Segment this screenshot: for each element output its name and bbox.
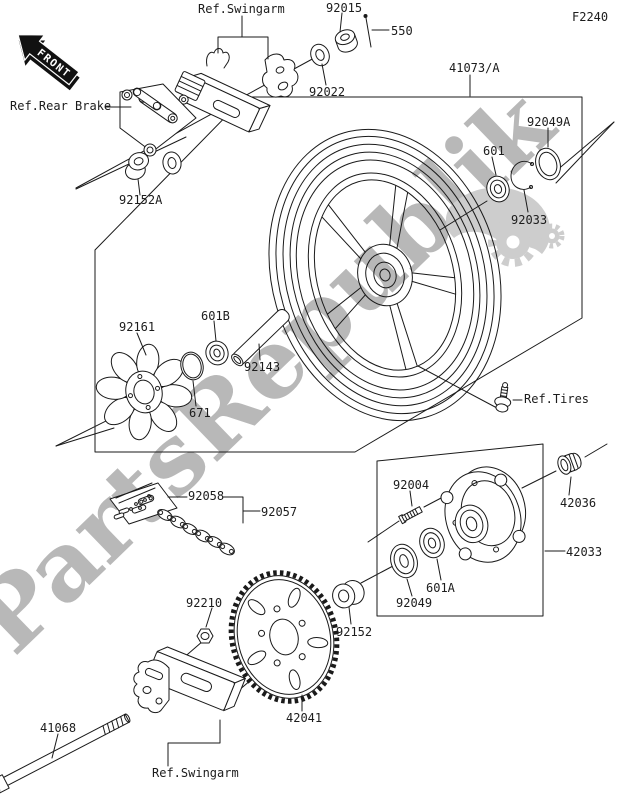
part-label-92161: 92161 (119, 320, 156, 334)
part-label-42041: 42041 (286, 711, 323, 725)
part-label-42036: 42036 (560, 496, 597, 510)
watermark-gear-logo (445, 187, 565, 267)
part-label-671: 671 (189, 406, 211, 420)
part-label-601B: 601B (201, 309, 230, 323)
part-label-41073A: 41073/A (449, 61, 500, 75)
axle-shaft-drawing (0, 713, 131, 795)
part-label-92004: 92004 (393, 478, 430, 492)
part-label-92049: 92049 (396, 596, 433, 610)
part-label-601A: 601A (426, 581, 455, 595)
coupling-damper-drawing (95, 308, 290, 441)
part-label-92057: 92057 (261, 505, 298, 519)
axle-nut-washer-drawing (125, 14, 372, 180)
page-code-label: F2240 (572, 10, 609, 24)
ref-label-tires: Ref.Tires (524, 392, 590, 406)
ref-label-swingarm-top: Ref.Swingarm (198, 2, 285, 16)
part-label-92143: 92143 (244, 360, 281, 374)
ref-label-swingarm-bottom: Ref.Swingarm (152, 766, 239, 780)
part-label-92152A: 92152A (119, 193, 163, 207)
sprocket-nut-drawing (196, 628, 214, 644)
ref-label-rear-brake: Ref.Rear Brake (10, 99, 112, 113)
part-label-601: 601 (483, 144, 505, 158)
leader-lines (51, 12, 572, 767)
chain-adjuster-drawing (174, 48, 299, 133)
spacer-collar-drawing (332, 579, 365, 609)
part-label-41068: 41068 (40, 721, 77, 735)
part-label-92022: 92022 (309, 85, 346, 99)
drive-chain-drawing (109, 482, 235, 556)
part-label-92152: 92152 (336, 625, 373, 639)
tire-valve-drawing (494, 382, 512, 413)
circlip-drawing (510, 160, 533, 190)
part-label-92210: 92210 (186, 596, 223, 610)
part-label-92049A: 92049A (527, 115, 571, 129)
part-label-42033: 42033 (566, 545, 603, 559)
swingarm-end-drawing (133, 646, 246, 714)
part-label-92058: 92058 (188, 489, 225, 503)
rear-hub-drawing (390, 452, 582, 579)
front-direction-arrow: FRONT (17, 33, 80, 91)
sprocket-drawing (228, 570, 340, 704)
part-label-92015: 92015 (326, 1, 363, 15)
part-label-92033: 92033 (511, 213, 548, 227)
hub-assembly-box (376, 443, 544, 617)
wheel-bearing-set-drawing (486, 147, 561, 203)
part-label-550: 550 (391, 24, 413, 38)
rear-brake-bracket-drawing (119, 83, 197, 175)
